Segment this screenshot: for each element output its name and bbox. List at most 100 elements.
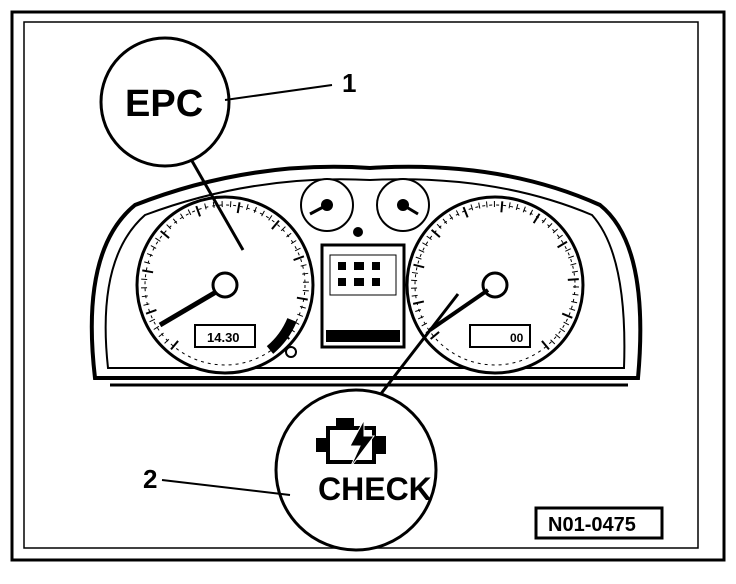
tachometer-tick (155, 237, 161, 242)
tachometer-tick (153, 325, 160, 330)
tachometer-tick (261, 210, 265, 217)
speedometer-tick (532, 213, 541, 224)
epc-text: EPC (125, 83, 203, 125)
speedometer-tick (555, 333, 561, 339)
speedometer-tick (412, 300, 425, 305)
speedometer-tick (563, 321, 570, 326)
epc-bubble (99, 36, 231, 168)
speedometer-tick (515, 204, 519, 211)
speedometer-tick (547, 223, 553, 229)
center-gauges (300, 178, 430, 237)
speedometer-tick (418, 249, 425, 253)
tachometer-tick (253, 206, 257, 213)
tachometer-tick (146, 253, 153, 257)
tachometer-tick (293, 255, 305, 261)
tachometer-tick (158, 332, 164, 338)
speedometer-tick (569, 308, 576, 311)
speedometer-tick (413, 263, 425, 269)
tachometer-odometer: 14.30 (207, 330, 240, 345)
speedometer-tick (436, 223, 442, 229)
speedometer-tick (568, 255, 575, 259)
tachometer-tick (160, 230, 170, 239)
engine-check-icon (316, 418, 386, 469)
speedometer-tick (500, 201, 504, 213)
tachometer-needle (158, 289, 218, 328)
tachometer-tick (187, 209, 192, 216)
tachometer-tick (141, 295, 148, 298)
tachometer-tick (299, 306, 306, 309)
tachometer-tick (293, 321, 300, 325)
speedometer-tick (426, 235, 432, 241)
tachometer-tick (296, 296, 308, 301)
callout-1-line (224, 84, 333, 101)
speedometer-tick (508, 202, 511, 209)
speedometer-tick (522, 206, 526, 213)
figure-code-box: N01-0475 (534, 506, 664, 540)
tachometer-tick (271, 220, 280, 230)
tachometer-tick (280, 226, 286, 232)
check-text: CHECK (318, 471, 432, 507)
speedometer-tick (455, 210, 460, 216)
speedometer-tick (559, 327, 566, 333)
tachometer-tick (180, 213, 185, 220)
callout-2-number: 2 (143, 464, 157, 494)
tachometer-tick (170, 340, 179, 350)
speedometer-tick (541, 340, 550, 350)
tachometer-reset-knob (285, 346, 297, 358)
speedometer-tick (571, 270, 578, 273)
tachometer-redzone (266, 317, 297, 354)
tachometer-tick (149, 318, 156, 323)
speedometer-tick (567, 278, 579, 281)
speedometer-tick (557, 234, 563, 240)
check-bubble (274, 388, 438, 552)
speedometer-tick (557, 240, 568, 249)
speedometer-tick (478, 202, 481, 209)
tachometer-tick (294, 247, 301, 252)
tachometer-tick (204, 203, 207, 210)
speedometer: 00 (405, 195, 585, 375)
tachometer-tick (297, 313, 304, 317)
speedometer-tick (486, 201, 488, 208)
tachometer-tick (144, 261, 151, 264)
speedometer-tick (561, 312, 573, 319)
tachometer-tick (195, 205, 201, 217)
speedometer-tick (449, 214, 454, 220)
speedometer-tick (565, 248, 571, 252)
epc-callout: EPC 1 (99, 36, 356, 251)
tachometer-tick (172, 218, 178, 224)
center-warning-panel (320, 243, 406, 349)
speedometer-tick (529, 209, 534, 216)
speedometer-tick (425, 328, 432, 334)
speedometer-tick (550, 339, 556, 345)
speedometer-tick (415, 309, 422, 312)
tachometer-display (194, 324, 256, 348)
tachometer-tick (286, 232, 292, 238)
speedometer-tick (430, 229, 441, 238)
speedometer-tick (462, 206, 469, 218)
check-callout: CHECK 2 (143, 293, 460, 552)
speedometer-tick (552, 228, 558, 234)
tachometer: 14.30 (135, 195, 315, 375)
speedometer-hub (481, 271, 509, 299)
tachometer-tick (143, 303, 150, 306)
tachometer-tick (166, 224, 172, 230)
tachometer-tick (142, 269, 154, 274)
speedometer-tick (421, 322, 428, 327)
speedometer-tick (422, 242, 428, 247)
speedometer-tick (417, 316, 424, 320)
speedometer-tick (541, 217, 547, 224)
tachometer-tick (150, 245, 157, 249)
tachometer-tick (246, 204, 249, 211)
tachometer-tick (300, 264, 307, 267)
speedometer-tick (415, 256, 422, 260)
tachometer-tick (280, 331, 290, 340)
tachometer-tick (212, 201, 215, 208)
tachometer-tick (290, 240, 297, 245)
callout-2-line (161, 479, 291, 496)
speedometer-tick (442, 218, 448, 225)
speedometer-tick (572, 293, 579, 296)
check-leader (378, 293, 460, 396)
tachometer-tick (164, 338, 170, 344)
speedometer-needle (428, 288, 490, 332)
